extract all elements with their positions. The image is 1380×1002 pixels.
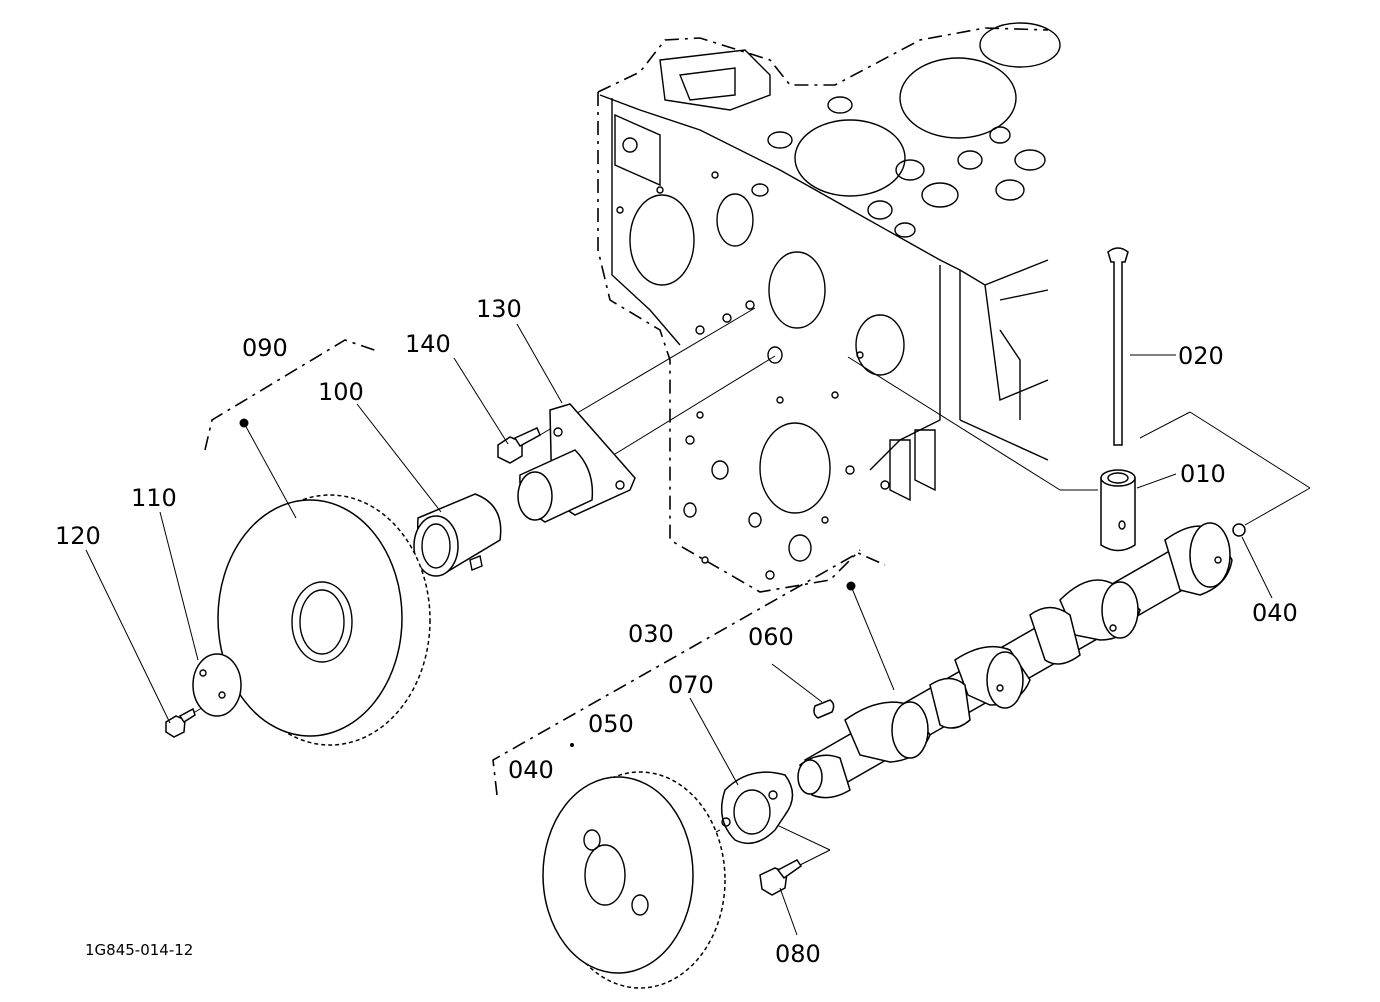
separator-dot (570, 743, 574, 747)
cam-gear (542, 771, 726, 989)
idle-gear (217, 494, 431, 746)
tappet (1100, 469, 1136, 552)
callout-100: 100 (318, 378, 364, 406)
engine-block-outline (597, 22, 1061, 593)
callout-040-group: 040 (508, 756, 554, 784)
drawing-code: 1G845-014-12 (85, 941, 193, 959)
callout-130: 130 (476, 295, 522, 323)
callout-120: 120 (55, 522, 101, 550)
group-bracket-030 (492, 552, 886, 796)
callout-050: 050 (588, 710, 634, 738)
callout-060: 060 (748, 623, 794, 651)
callout-020: 020 (1178, 342, 1224, 370)
callout-140: 140 (405, 330, 451, 358)
feather-key (813, 699, 835, 719)
idle-gear-shaft (517, 403, 636, 523)
group-bracket-090 (204, 339, 381, 451)
steel-ball (1232, 523, 1246, 537)
collar-plate (192, 653, 242, 717)
callout-080: 080 (775, 940, 821, 968)
bushing (413, 493, 502, 577)
camshaft (797, 522, 1233, 799)
bolt-120 (165, 707, 196, 738)
bolt-140 (497, 427, 541, 464)
callout-030: 030 (628, 620, 674, 648)
callout-090: 090 (242, 334, 288, 362)
leader-lines (85, 323, 1273, 936)
thrust-plate (720, 771, 794, 845)
callout-070: 070 (668, 671, 714, 699)
callout-010: 010 (1180, 460, 1226, 488)
push-rod (1107, 247, 1129, 446)
callout-040-ball: 040 (1252, 599, 1298, 627)
callout-110: 110 (131, 484, 177, 512)
